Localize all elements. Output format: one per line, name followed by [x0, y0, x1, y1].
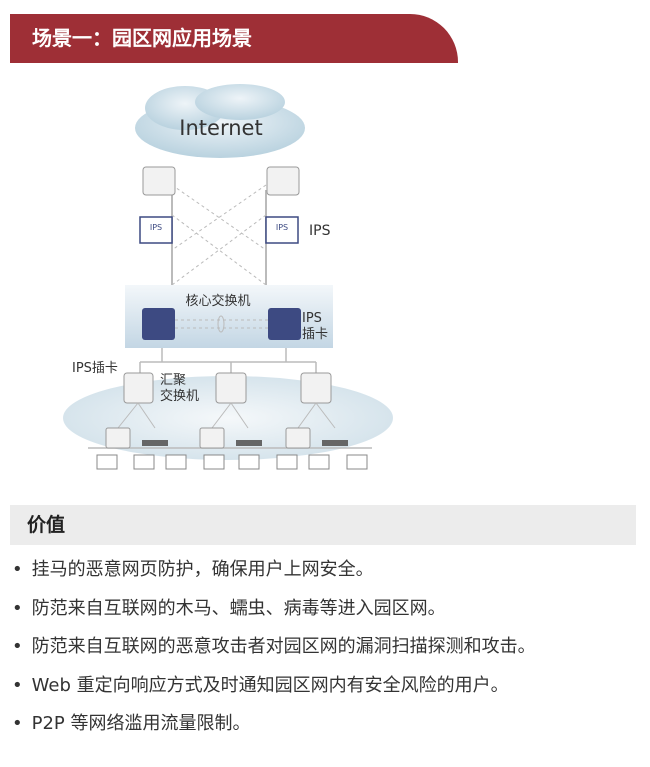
- list-item: Web 重定向响应方式及时通知园区网内有安全风险的用户。: [12, 671, 509, 697]
- list-item: P2P 等网络滥用流量限制。: [12, 709, 251, 735]
- svg-text:汇聚: 汇聚: [160, 373, 186, 388]
- svg-text:交换机: 交换机: [160, 388, 199, 404]
- list-item: 防范来自互联网的木马、蠕虫、病毒等进入园区网。: [12, 594, 446, 620]
- ips-card-label: IPS插卡: [72, 361, 118, 376]
- ips-device-icon: [139, 216, 299, 244]
- wireless-ap-icon: [142, 440, 348, 446]
- svg-text:插卡: 插卡: [302, 327, 328, 342]
- list-item: 防范来自互联网的恶意攻击者对园区网的漏洞扫描探测和攻击。: [12, 632, 536, 658]
- svg-text:IPS: IPS: [276, 223, 288, 232]
- list-item: 挂马的恶意网页防护，确保用户上网安全。: [12, 555, 374, 581]
- value-heading: 价值: [10, 505, 636, 545]
- internet-label: Internet: [179, 116, 262, 140]
- cloud-icon: [135, 84, 305, 158]
- access-switch-icon: [105, 427, 311, 449]
- core-switch-icon: [142, 308, 301, 340]
- ips-label: IPS: [309, 223, 331, 239]
- svg-text:IPS: IPS: [150, 223, 162, 232]
- network-diagram: Internet IPS IPS IPS 核心交换机 IPS 插卡 IPS插卡 汇…: [63, 84, 393, 470]
- aggregation-switch-icon: [123, 372, 332, 404]
- pc-icon: [96, 454, 368, 470]
- svg-text:IPS: IPS: [302, 311, 322, 326]
- core-switch-label: 核心交换机: [185, 293, 250, 309]
- edge-switch-icon: [142, 166, 300, 196]
- section-header: 场景一：园区网应用场景: [10, 14, 458, 63]
